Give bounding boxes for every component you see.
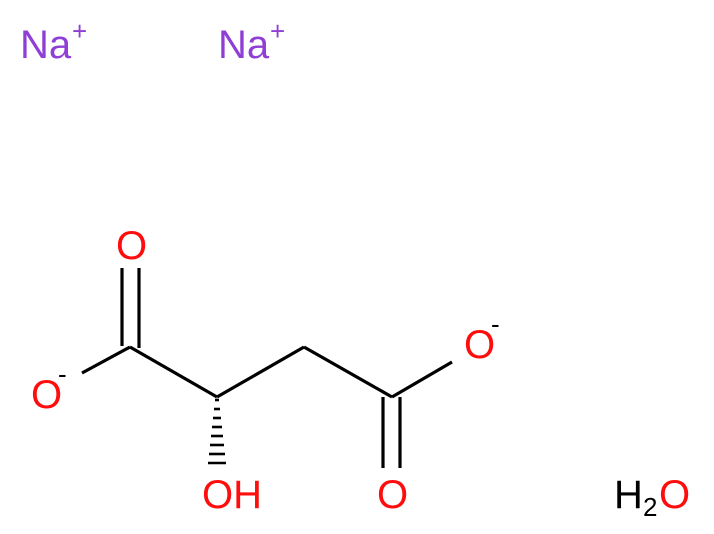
sodium-ion-2-symbol: Na [218, 23, 270, 67]
carbonyl-oxygen-right: O [377, 473, 408, 517]
sodium-ion-2: Na + [218, 16, 285, 67]
carbonyl-oxygen-left: O [116, 224, 147, 268]
bond-c2-c3 [216, 345, 305, 399]
sodium-ion-2-charge: + [270, 16, 285, 46]
bond-c1-o-single [81, 345, 131, 375]
oxide-left: O - [31, 359, 67, 417]
water-hydrogen: H [614, 473, 643, 517]
oxide-right: O - [464, 309, 500, 367]
bond-c4-o-single [391, 360, 453, 399]
sodium-ion-1-symbol: Na [20, 23, 72, 67]
water-hydrogen-count: 2 [643, 492, 657, 522]
oxide-left-symbol: O [31, 373, 62, 417]
oxide-right-charge: - [491, 309, 500, 339]
bond-c1-c2 [129, 345, 218, 399]
water-molecule: H 2 O [614, 473, 690, 522]
sodium-ion-1-charge: + [72, 16, 87, 46]
sodium-ion-1: Na + [20, 16, 87, 67]
water-oxygen: O [659, 473, 690, 517]
hydroxyl-group: OH [202, 473, 262, 517]
bond-lines [81, 268, 453, 468]
oxide-left-charge: - [58, 359, 67, 389]
oxide-right-symbol: O [464, 323, 495, 367]
stereo-hashed-wedge [208, 398, 226, 465]
bond-c3-c4 [303, 345, 393, 399]
